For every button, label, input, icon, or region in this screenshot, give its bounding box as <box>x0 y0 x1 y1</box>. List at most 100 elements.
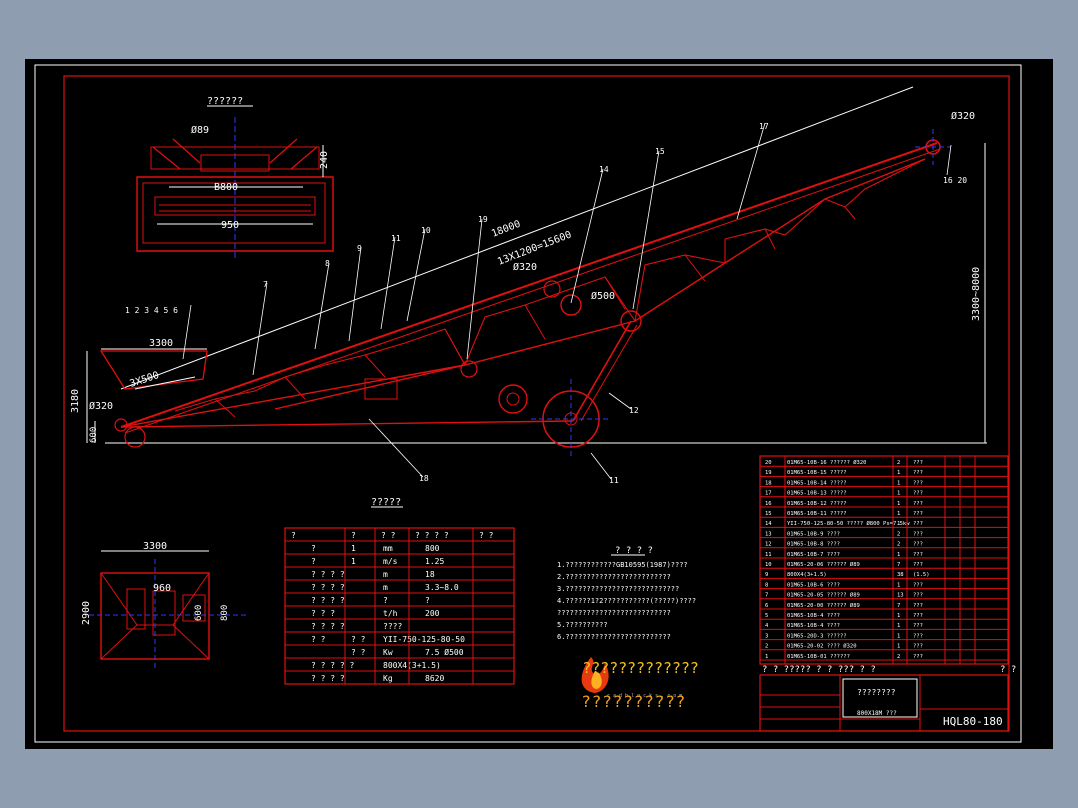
title-block-sub: 800X18M ??? <box>857 710 897 717</box>
spec-cell: m/s <box>383 557 398 566</box>
notes-block: ? ? ? ? 1.????????????GB10595(1987)????2… <box>557 546 696 641</box>
side-view: ?????? B800 950 Ø89 240 <box>136 96 334 259</box>
note-line: 4.??????1?2???????????(?????)???? <box>557 597 696 605</box>
balloon-16-20: 16 20 <box>943 176 967 185</box>
part-cell: 1 <box>897 521 900 527</box>
balloon-10: 10 <box>421 226 431 235</box>
part-cell: ??? <box>913 593 923 599</box>
balloons-1-6: 1 2 3 4 5 6 <box>125 306 178 315</box>
part-cell: (1.5) <box>913 572 930 578</box>
part-cell: ??? <box>913 644 923 650</box>
spec-cell: ???? <box>383 622 402 631</box>
spec-header-cell: ? ? ? ? <box>415 531 449 540</box>
spec-cell: m <box>383 583 388 592</box>
balloon-8: 8 <box>325 259 330 268</box>
part-cell: ??? <box>913 521 923 527</box>
spec-cell: ? ? ? ? <box>311 583 345 592</box>
part-cell: 38 <box>897 572 904 578</box>
balloon-15: 15 <box>655 147 665 156</box>
part-cell: ??? <box>913 654 923 660</box>
spec-cell: 200 <box>425 609 440 618</box>
part-cell: 1 <box>897 613 900 619</box>
part-cell: 01M65-10B-01 ?????? <box>787 654 850 660</box>
inner-border <box>63 75 1010 732</box>
part-cell: 1 <box>897 480 900 486</box>
part-cell: 01M65-10B-4 ???? <box>787 623 840 629</box>
spec-cell: 800 <box>425 544 440 553</box>
part-cell: ??? <box>913 511 923 517</box>
part-cell: 11 <box>765 552 772 558</box>
part-cell: 01M65-10B-7 ???? <box>787 552 840 558</box>
spec-cell: ? ? <box>311 635 326 644</box>
spec-cell: ? ? ? ? <box>311 570 345 579</box>
spec-cell: ? <box>311 544 316 553</box>
part-cell: ??? <box>913 633 923 639</box>
part-cell: 1 <box>897 501 900 507</box>
part-cell: 20 <box>765 460 772 466</box>
spec-cell: ? <box>311 557 316 566</box>
part-cell: ??? <box>913 613 923 619</box>
part-cell: 2 <box>765 644 768 650</box>
note-line: 1.????????????GB10595(1987)???? <box>557 561 688 569</box>
note-line: 6.????????????????????????? <box>557 633 671 641</box>
part-cell: 01M65-10B-15 ????? <box>787 470 847 476</box>
part-cell: 1 <box>897 644 900 650</box>
balloon-12: 12 <box>629 406 639 415</box>
part-cell: 4 <box>765 623 769 629</box>
part-cell: ??? <box>913 470 923 476</box>
spec-cell: ? ? ? ? <box>311 674 345 683</box>
part-cell: 18 <box>765 480 772 486</box>
spec-cell: Kg <box>383 674 393 683</box>
part-cell: 17 <box>765 491 772 497</box>
part-cell: 01M65-10B-9 ???? <box>787 531 840 537</box>
spec-cell: t/h <box>383 609 398 618</box>
dim-600-main: 600 <box>89 427 99 443</box>
part-cell: 2 <box>897 531 900 537</box>
spec-cell: Kw <box>383 648 393 657</box>
dim-18000: 18000 <box>490 219 522 240</box>
dim-950: 950 <box>221 220 239 231</box>
part-cell: 10 <box>765 562 772 568</box>
spec-cell: ? ? ? ? <box>311 596 345 605</box>
truss-top-chord <box>120 142 938 428</box>
part-cell: 9 <box>765 572 768 578</box>
dim-2900: 2900 <box>81 601 92 625</box>
plan-view: 3300 960 600 800 2900 <box>81 541 247 671</box>
title-block: ???????? 800X18M ??? HQL80-180 <box>759 674 1009 732</box>
logo-text: ????????????? <box>583 659 700 677</box>
spec-cell: ? ? ? ? <box>311 622 345 631</box>
part-cell: 3 <box>765 633 768 639</box>
part-cell: 12 <box>765 542 772 548</box>
balloon-11b: 11 <box>609 476 619 485</box>
note-line: 5.?????????? <box>557 621 608 629</box>
part-cell: ??? <box>913 552 923 558</box>
part-cell: 01M65-10B-6 ???? <box>787 582 840 588</box>
part-cell: 7 <box>897 562 900 568</box>
part-cell: 6 <box>765 603 768 609</box>
part-cell: 1 <box>897 582 900 588</box>
spec-header-cell: ? <box>291 531 296 540</box>
drawing-canvas: ?????? B800 950 Ø89 240 18000 13X1200=15… <box>25 59 1053 749</box>
spec-cell: 7.5 Ø500 <box>425 647 464 657</box>
balloon-7: 7 <box>263 280 268 289</box>
logo-sub: ?????????? <box>582 692 687 711</box>
part-cell: 01M65-10B-12 ????? <box>787 501 847 507</box>
dim-phi320-mid: Ø320 <box>513 261 537 273</box>
parts-side-marks: ? ? <box>1000 665 1016 675</box>
part-cell: 16 <box>765 501 772 507</box>
part-cell: 1 <box>897 552 900 558</box>
part-cell: 01M65-10B-14 ????? <box>787 480 847 486</box>
part-cell: 8 <box>765 582 768 588</box>
part-cell: ??? <box>913 542 923 548</box>
dim-line-18000 <box>120 86 914 390</box>
part-cell: 800X4(3+1.5) <box>787 572 827 578</box>
part-cell: 1 <box>897 470 900 476</box>
spec-cell: 18 <box>425 570 435 579</box>
part-cell: 5 <box>765 613 768 619</box>
spec-cell: 800X4(3+1.5) <box>383 661 441 670</box>
part-cell: 01M65-20-05 ?????? Ø89 <box>787 592 860 599</box>
part-cell: ??? <box>913 501 923 507</box>
dim-phi320-top: Ø320 <box>951 110 975 122</box>
part-cell: 7 <box>765 593 768 599</box>
balloon-11: 11 <box>391 234 401 243</box>
